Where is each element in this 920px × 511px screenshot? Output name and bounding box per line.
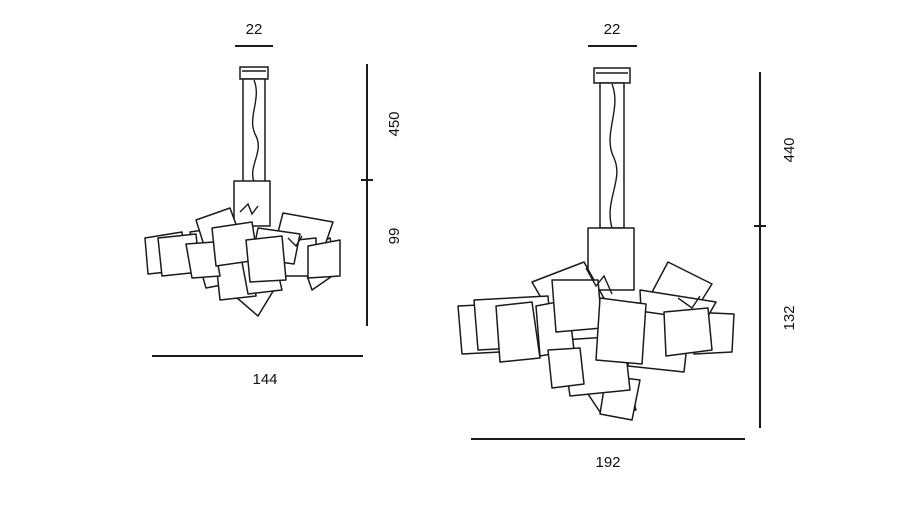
large-canopy-width-label: 22 [604, 21, 621, 38]
small-lamp-body [144, 180, 341, 317]
small-ceiling-canopy [239, 66, 269, 80]
large-body-height-label: 132 [781, 305, 798, 330]
small-stem-height-label: 450 [386, 111, 403, 136]
large-stem-height-label: 440 [781, 137, 798, 162]
large-power-cable [609, 83, 618, 229]
small-lamp-drawing: 22 450 [144, 21, 403, 388]
small-width-label: 144 [252, 371, 277, 388]
small-power-cable [251, 79, 259, 183]
large-ceiling-canopy [593, 67, 631, 84]
large-lamp-body [457, 227, 735, 421]
large-width-label: 192 [595, 454, 620, 471]
large-lamp-drawing: 22 [457, 21, 798, 471]
small-canopy-width-label: 22 [246, 21, 263, 38]
large-stem [599, 82, 625, 229]
small-body-height-label: 99 [386, 228, 403, 245]
